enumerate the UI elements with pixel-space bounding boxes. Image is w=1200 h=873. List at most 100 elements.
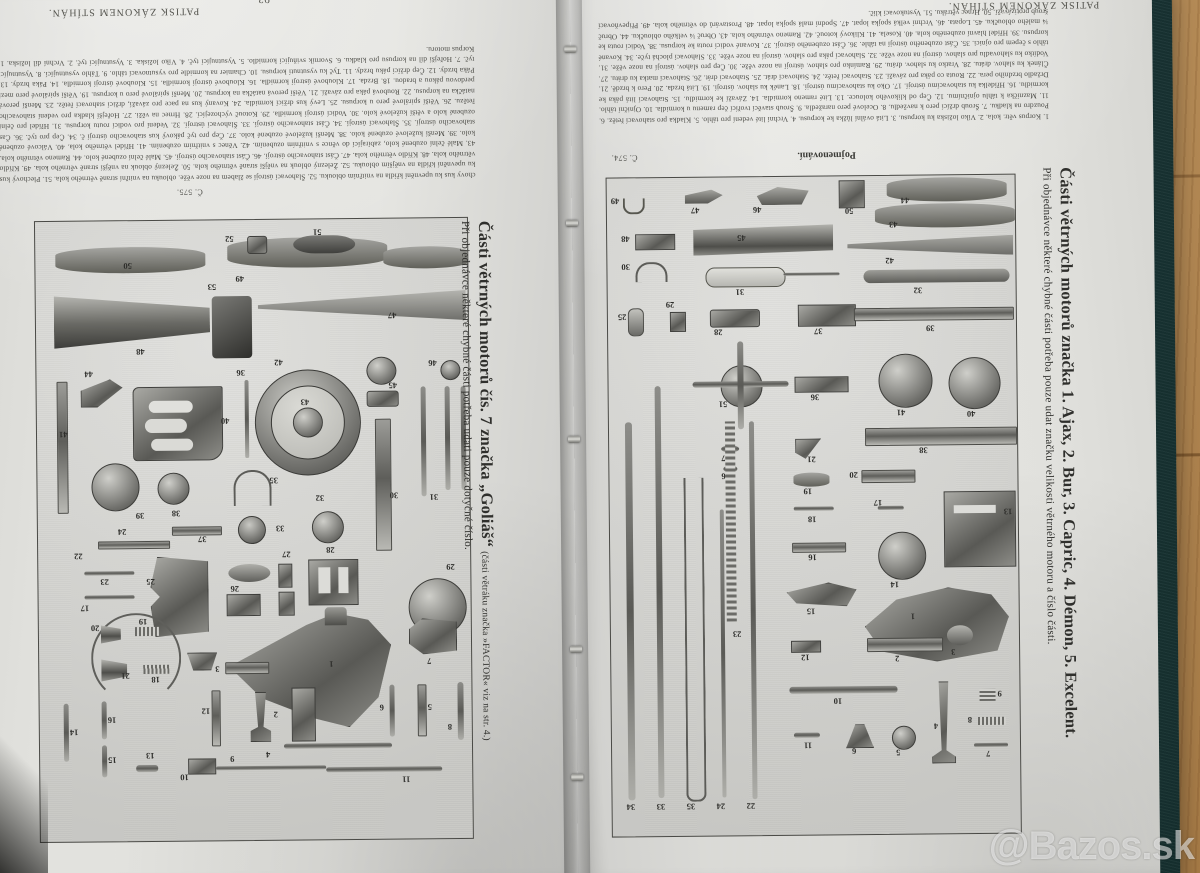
part-label-r37: 37 [813,326,823,337]
part-bevel-gear-38 [157,472,190,505]
part-label-29: 29 [446,562,455,573]
part-label-42: 42 [274,357,283,368]
part-label-36: 36 [236,368,245,379]
part-cross-hub-32 [311,511,345,544]
part-disc-40 [948,356,1001,410]
part-label-12: 12 [201,706,211,717]
binding-staple [568,435,581,443]
part-label-r12: 12 [801,652,810,663]
part-inset-53 [211,296,253,359]
part-label-37: 37 [197,534,207,545]
right-page-caption: Části větrných motorů značka 1. Ajax, 2.… [1040,167,1080,738]
part-bush-26b [226,593,261,617]
part-label-r39: 39 [925,323,935,334]
part-label-r48: 48 [621,234,630,245]
part-11 [793,732,820,738]
part-disc-41 [878,353,933,408]
part-clamp-48 [635,233,676,251]
binding-staple [571,773,584,781]
right-figure-number: Č. 574. [611,153,638,163]
right-page-number: 92 [828,0,840,1]
part-label-23: 23 [100,577,109,588]
part-label-r14: 14 [890,579,900,590]
part-label-8: 8 [447,722,453,733]
part-19 [793,472,830,487]
part-label-r20: 20 [849,470,858,481]
part-13-slot [953,504,996,514]
part-link-14 [63,703,70,762]
part-spring-23 [84,571,135,576]
part-housing-slot-a [148,400,193,413]
part-label-r9: 9 [997,688,1002,699]
part-label-31: 31 [429,492,439,503]
part-28 [709,309,761,328]
part-label-r40: 40 [966,409,976,420]
part-18 [793,506,834,511]
part-label-18: 18 [151,674,160,685]
left-page-number: 93 [258,0,270,5]
part-label-41: 41 [58,429,68,440]
part-link-16 [101,701,107,740]
right-parts-illustration: 49 47 46 50 44 43 45 48 42 [605,173,1022,838]
watermark: @Bazos.sk [988,821,1195,869]
part-label-44: 44 [84,369,93,380]
part-clamp-33 [237,515,267,545]
part-bar-41 [56,381,69,514]
part-label-22: 22 [74,551,83,562]
left-parts-illustration: 50 49 52 51 48 53 47 46 [33,216,474,844]
left-caption-paren: (části větráku značka »FACTOR« viz na st… [479,551,491,741]
left-page: 93 PATISK ZÁKONEM STÍHÁN. chovy kus ku u… [0,0,587,873]
part-chain-23 [724,421,737,622]
part-spring-22 [84,595,135,600]
part-float-rod-31 [783,272,840,276]
part-label-r21: 21 [807,454,816,465]
right-caption-main: Části větrných motorů značka 1. Ajax, 2.… [1056,167,1081,739]
part-9 [979,688,996,702]
part-36 [794,376,849,393]
part-label-13: 13 [146,750,155,762]
part-block-10 [188,758,217,775]
part-label-15: 15 [108,755,117,766]
binding-staple [565,219,579,227]
part-piece-27b [278,591,295,616]
part-label-4: 4 [266,749,271,760]
part-shaft-31b [444,386,451,491]
part-label-r29: 29 [665,299,675,311]
part-curved-51 [293,235,356,254]
part-label-26: 26 [230,584,240,595]
part-label-r17: 17 [873,497,883,509]
part-cross-arm-v [737,341,744,430]
part-29 [669,311,687,332]
part-rod-35 [683,477,707,802]
part-rod-6 [389,684,395,737]
part-label-r23: 23 [732,629,742,640]
part-shaft-30 [374,418,393,551]
part-label-r41: 41 [896,407,906,418]
part-piece-27 [278,563,293,588]
part-staple-35 [233,469,272,507]
part-u-bolt-49 [622,198,645,215]
part-label-r4: 4 [933,721,939,732]
part-label-r36: 36 [810,392,820,403]
part-label-r16: 16 [808,552,817,563]
binding-staple [570,645,583,653]
watermark-at-symbol: @ [988,821,1030,868]
part-bevel-gear-39 [91,463,140,512]
right-page: 92 PATISK ZÁKONEM STÍHÁN. 1. Korpus větr… [569,0,1161,873]
part-label-28: 28 [326,545,335,556]
part-rod-end-2b [291,687,316,742]
part-collar-45b [366,390,399,407]
part-hood-50 [838,180,865,209]
part-label-r8: 8 [967,715,973,726]
part-label-r42: 42 [885,255,894,266]
part-label-r46: 46 [752,205,762,216]
part-label-r32: 32 [913,285,923,296]
part-label-r5: 5 [896,747,901,758]
left-body-text: chovy kus ku upevnění křídla na vnitřním… [0,44,476,185]
part-label-14: 14 [69,727,79,738]
part-label-2: 2 [273,709,278,720]
part-label-r49: 49 [610,196,620,207]
part-label-27: 27 [282,549,291,560]
right-body-text: 1. Korpus větr. kola. 2. Víko ložiska ku… [598,7,1050,126]
part-shaft-39 [853,306,1014,322]
